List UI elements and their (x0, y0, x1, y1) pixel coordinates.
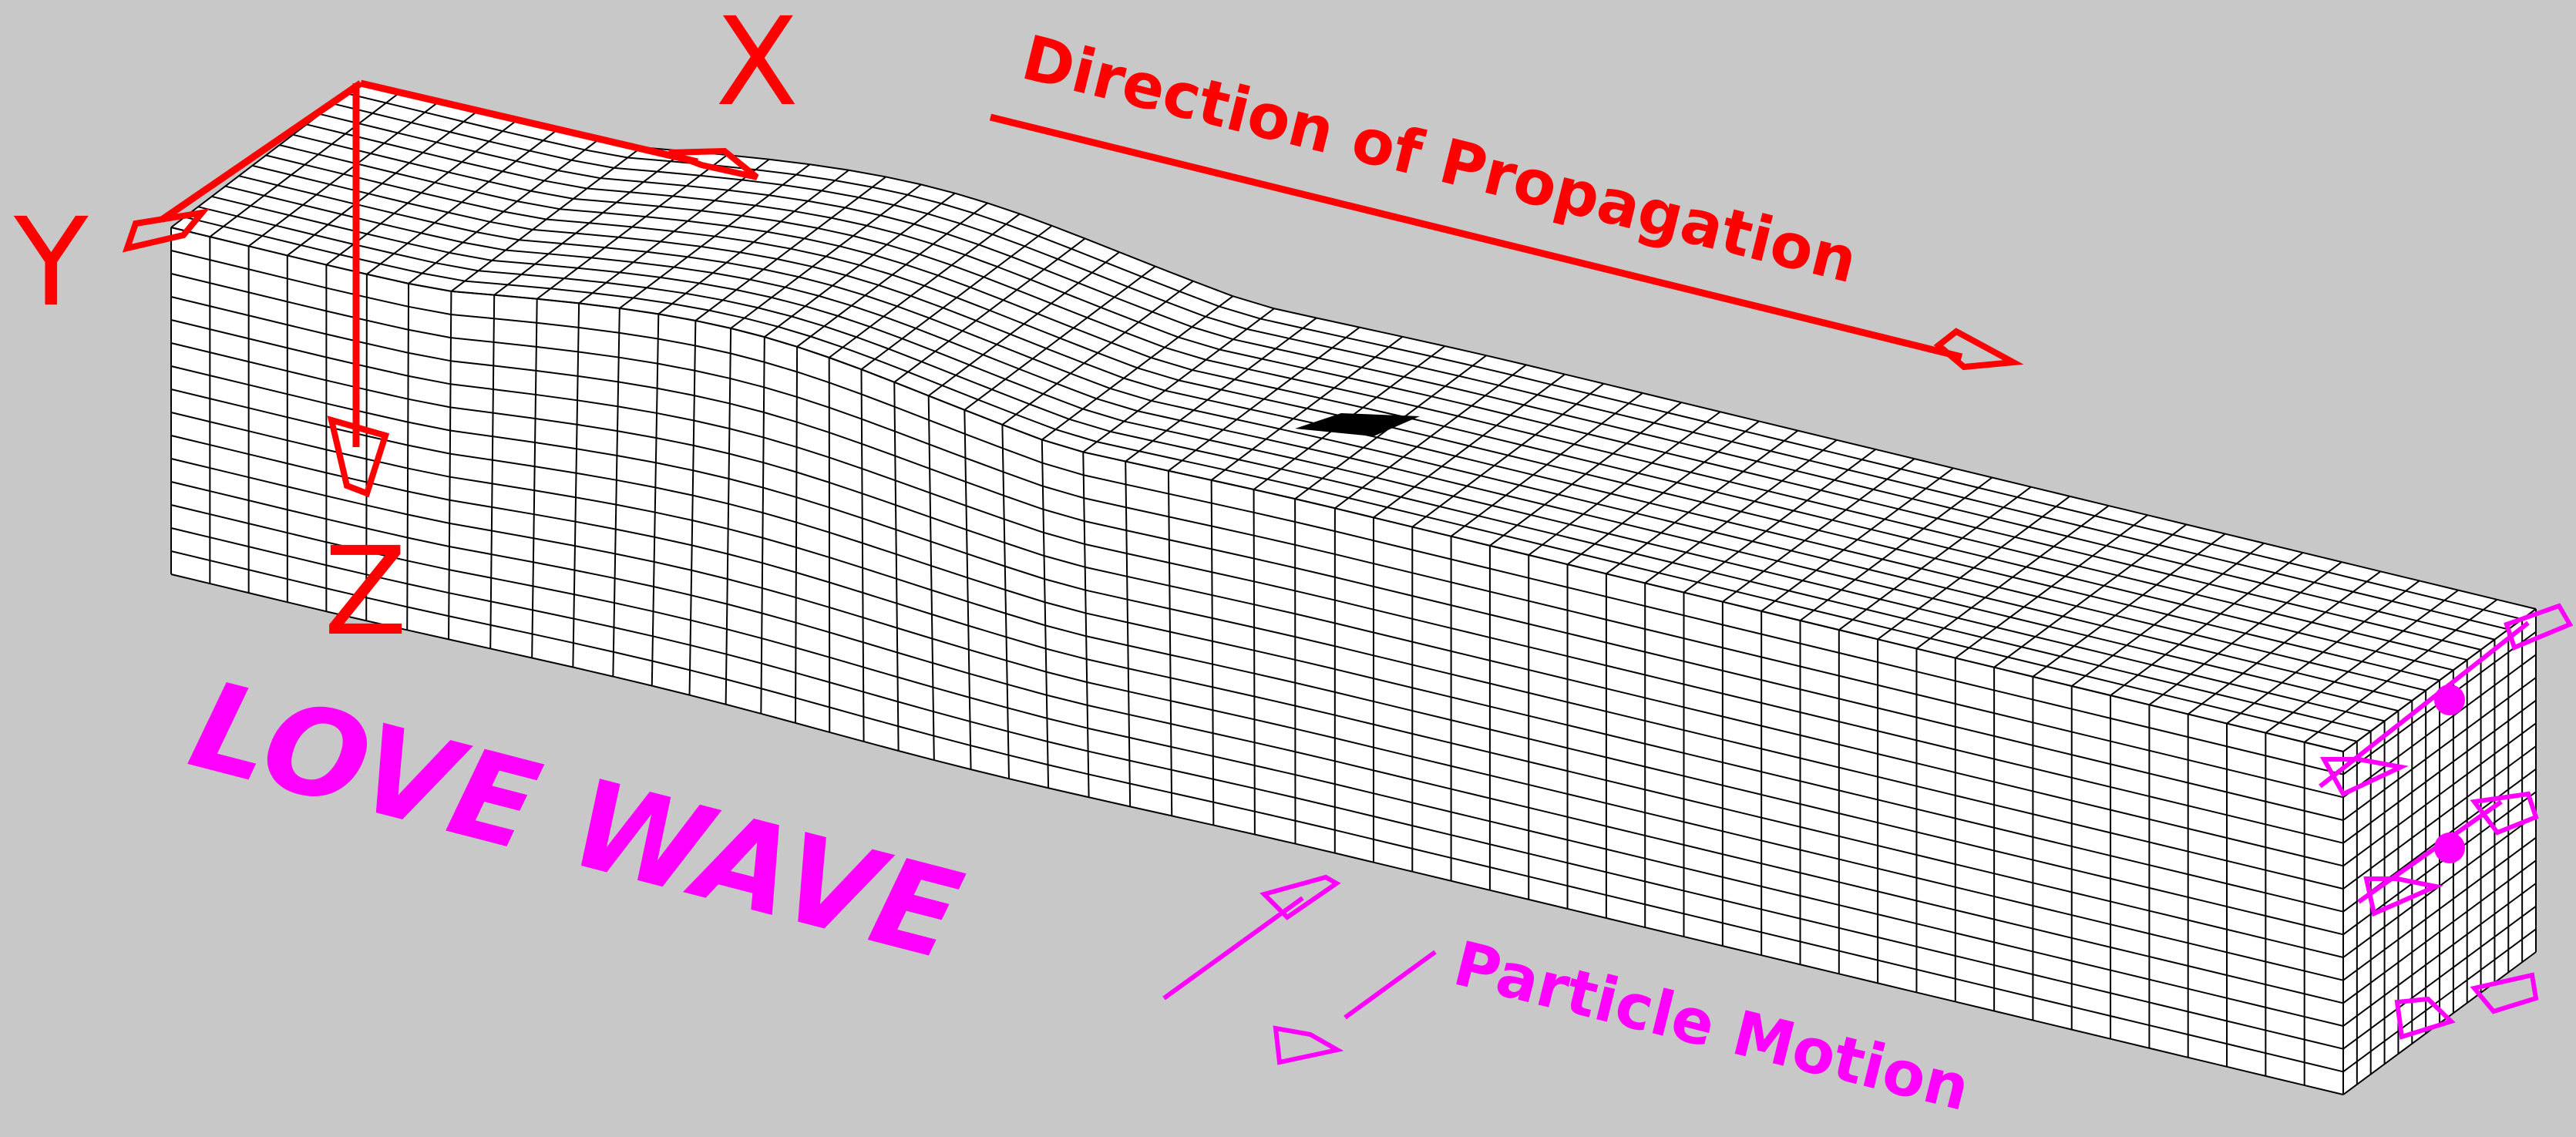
propagation-label: Direction of Propagation (1015, 22, 1864, 297)
particle-dot-lower (2434, 833, 2465, 863)
wave-mesh-block (171, 83, 2536, 1095)
z-axis-label: Z (324, 521, 407, 663)
particle-motion-arrows (1164, 877, 1435, 1062)
y-axis-label: Y (13, 192, 89, 334)
x-axis-label: X (715, 0, 799, 133)
propagation-arrowhead (1939, 331, 2013, 367)
particle-dot-upper (2434, 685, 2465, 715)
